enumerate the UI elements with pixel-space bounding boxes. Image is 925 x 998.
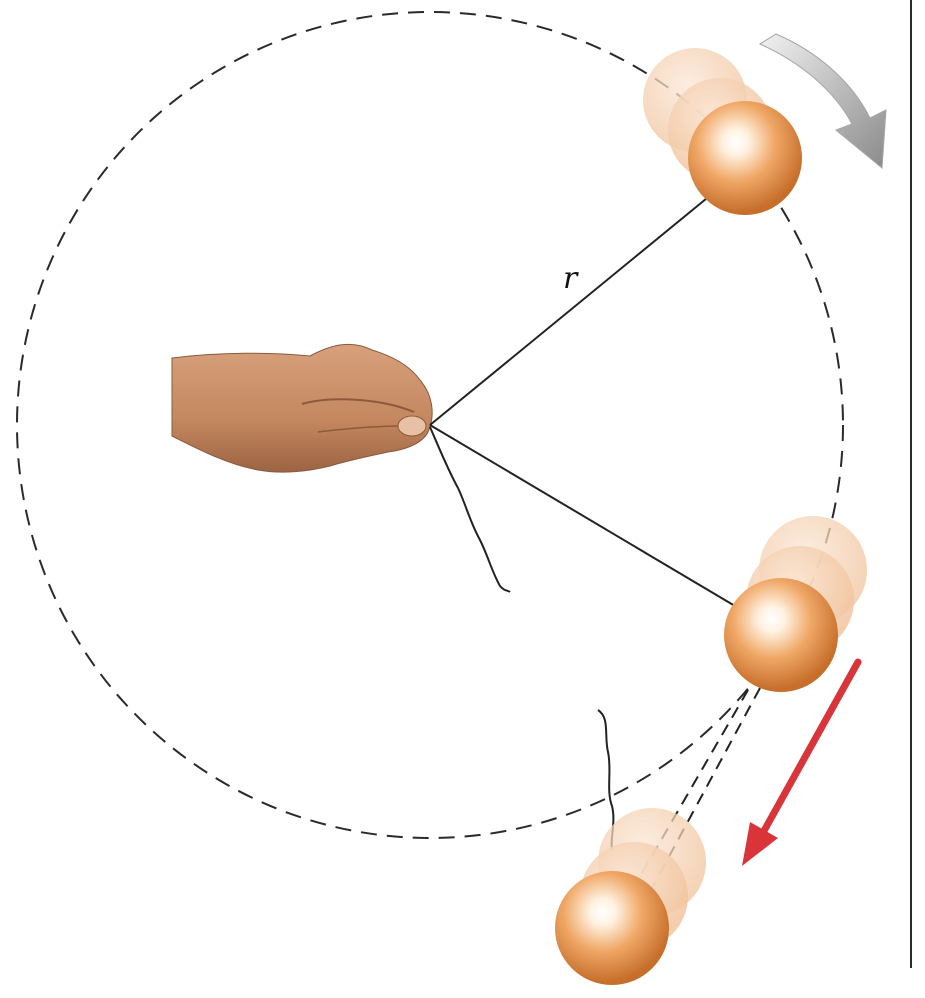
ball-right <box>724 578 838 692</box>
string-right <box>430 425 735 606</box>
ball-bottom <box>555 871 669 985</box>
loose-string-1 <box>430 427 510 592</box>
radius-string <box>430 194 712 425</box>
hand-icon <box>172 344 432 472</box>
velocity-arrow-icon <box>742 662 858 866</box>
ball-top <box>688 101 802 215</box>
radius-label: r <box>563 261 579 296</box>
